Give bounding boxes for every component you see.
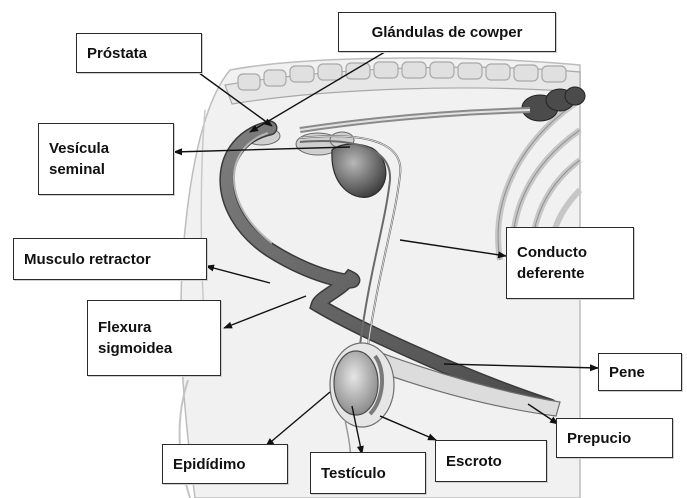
label-testiculo: Testículo [310, 452, 426, 494]
label-glandulas-cowper: Glándulas de cowper [338, 12, 556, 52]
label-prepucio: Prepucio [556, 418, 673, 458]
label-prepucio-text: Prepucio [567, 428, 631, 449]
label-musculo-retractor-text: Musculo retractor [24, 249, 151, 270]
arrow-cowper [250, 46, 395, 132]
arrow-vesicula [174, 147, 350, 152]
label-escroto: Escroto [435, 440, 547, 482]
arrow-pene [444, 364, 598, 368]
label-prostata-text: Próstata [87, 43, 147, 64]
label-musculo-retractor: Musculo retractor [13, 238, 207, 280]
label-vesicula-seminal-text: Vesícula seminal [49, 138, 109, 180]
arrow-flexura [224, 296, 306, 328]
arrow-prepucio [528, 404, 558, 424]
label-testiculo-text: Testículo [321, 463, 386, 484]
arrow-testiculo [352, 406, 362, 454]
label-flexura-sigmoidea: Flexura sigmoidea [87, 300, 221, 376]
arrow-conducto [400, 240, 506, 256]
label-prostata: Próstata [76, 33, 202, 73]
arrow-escroto [380, 416, 436, 440]
arrow-prostata [195, 70, 272, 126]
label-flexura-sigmoidea-text: Flexura sigmoidea [98, 317, 172, 359]
label-epididimo: Epidídimo [162, 444, 288, 484]
label-escroto-text: Escroto [446, 451, 502, 472]
label-glandulas-cowper-text: Glándulas de cowper [372, 22, 523, 43]
label-epididimo-text: Epidídimo [173, 454, 246, 475]
label-conducto-deferente-text: Conducto deferente [517, 242, 587, 284]
label-conducto-deferente: Conducto deferente [506, 227, 634, 299]
arrow-epididimo [266, 392, 330, 446]
label-vesicula-seminal: Vesícula seminal [38, 123, 174, 195]
arrow-musculo [206, 266, 270, 283]
label-pene-text: Pene [609, 362, 645, 383]
label-pene: Pene [598, 353, 682, 391]
